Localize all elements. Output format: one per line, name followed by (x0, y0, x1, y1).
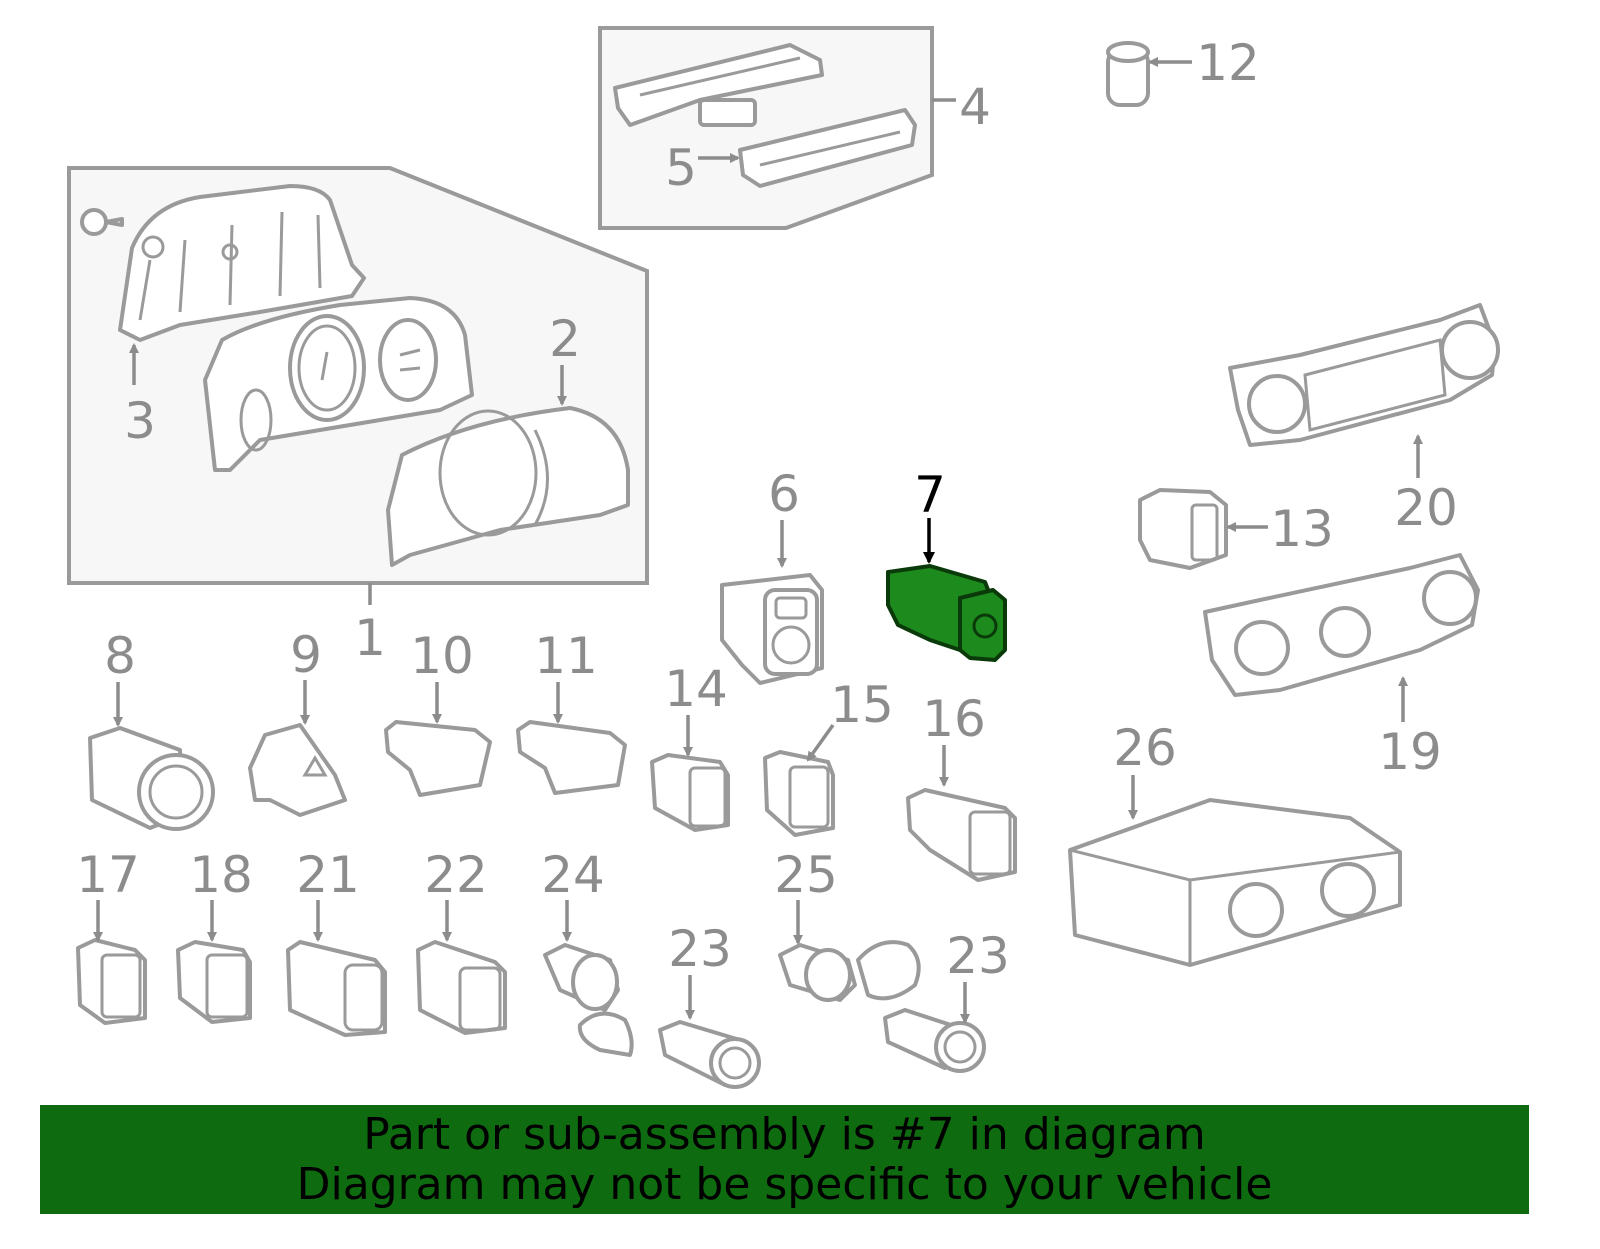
callout-12: 12 (1196, 34, 1260, 92)
callout-26: 26 (1113, 719, 1177, 777)
part-15-switch (763, 750, 835, 837)
part-16-switch (906, 788, 1017, 882)
part-14-switch (650, 753, 730, 832)
callout-7: 7 (914, 466, 946, 524)
callout-21: 21 (296, 846, 360, 904)
part-12-knob (1106, 41, 1150, 107)
part-19-climate-panel (1203, 553, 1480, 697)
part-17-switch (76, 938, 147, 1025)
callout-18: 18 (189, 846, 253, 904)
part-23-left-lighter (658, 1020, 761, 1089)
callout-6: 6 (768, 465, 800, 523)
callout-20: 20 (1394, 479, 1458, 537)
callout-1: 1 (354, 609, 386, 667)
callout-labels: 1 2 3 4 5 6 7 8 9 10 11 12 13 14 15 16 1… (76, 34, 1458, 985)
part-8-push-start (88, 726, 215, 831)
part-5-panel (738, 108, 917, 188)
part-6-switch (720, 573, 824, 685)
callout-8: 8 (104, 627, 136, 685)
callout-11: 11 (534, 627, 598, 685)
callout-23-right: 23 (946, 927, 1010, 985)
callout-4: 4 (959, 78, 991, 136)
callout-13: 13 (1270, 500, 1334, 558)
part-1-cluster-body (203, 296, 474, 472)
part-24-power-outlet (543, 943, 634, 1057)
part-10-switch (384, 720, 492, 797)
part-25-power-outlet (778, 940, 921, 1002)
part-21-switch (286, 940, 387, 1037)
part-3-cluster-housing (80, 184, 366, 342)
part-23-right-lighter (883, 1008, 986, 1073)
part-9-hazard-switch (248, 723, 347, 817)
callout-22: 22 (424, 846, 488, 904)
part-2-cluster-lens (386, 406, 630, 567)
callout-14: 14 (664, 660, 728, 718)
part-4-panel (613, 43, 824, 127)
callout-16: 16 (922, 690, 986, 748)
part-26-control-unit (1068, 798, 1402, 967)
callout-25: 25 (774, 846, 838, 904)
part-13-switch (1138, 488, 1228, 570)
callout-3: 3 (124, 392, 156, 450)
part-20-climate-panel (1228, 303, 1500, 447)
callout-15: 15 (830, 676, 894, 734)
callout-23-left: 23 (668, 920, 732, 978)
callout-17: 17 (76, 846, 140, 904)
banner-line-2: Diagram may not be specific to your vehi… (296, 1158, 1273, 1210)
leader-lines (93, 57, 1423, 1024)
callout-5: 5 (665, 139, 697, 197)
callout-10: 10 (410, 627, 474, 685)
part-18-switch (176, 940, 252, 1024)
part-22-switch (416, 940, 507, 1035)
callout-19: 19 (1378, 723, 1442, 781)
part-11-switch (516, 720, 627, 795)
callout-9: 9 (290, 626, 322, 684)
callout-24: 24 (541, 846, 605, 904)
callout-2: 2 (549, 310, 581, 368)
part-7-highlighted (886, 564, 1007, 662)
banner-line-1: Part or sub-assembly is #7 in diagram (363, 1108, 1206, 1160)
info-banner: Part or sub-assembly is #7 in diagram Di… (40, 1105, 1529, 1214)
